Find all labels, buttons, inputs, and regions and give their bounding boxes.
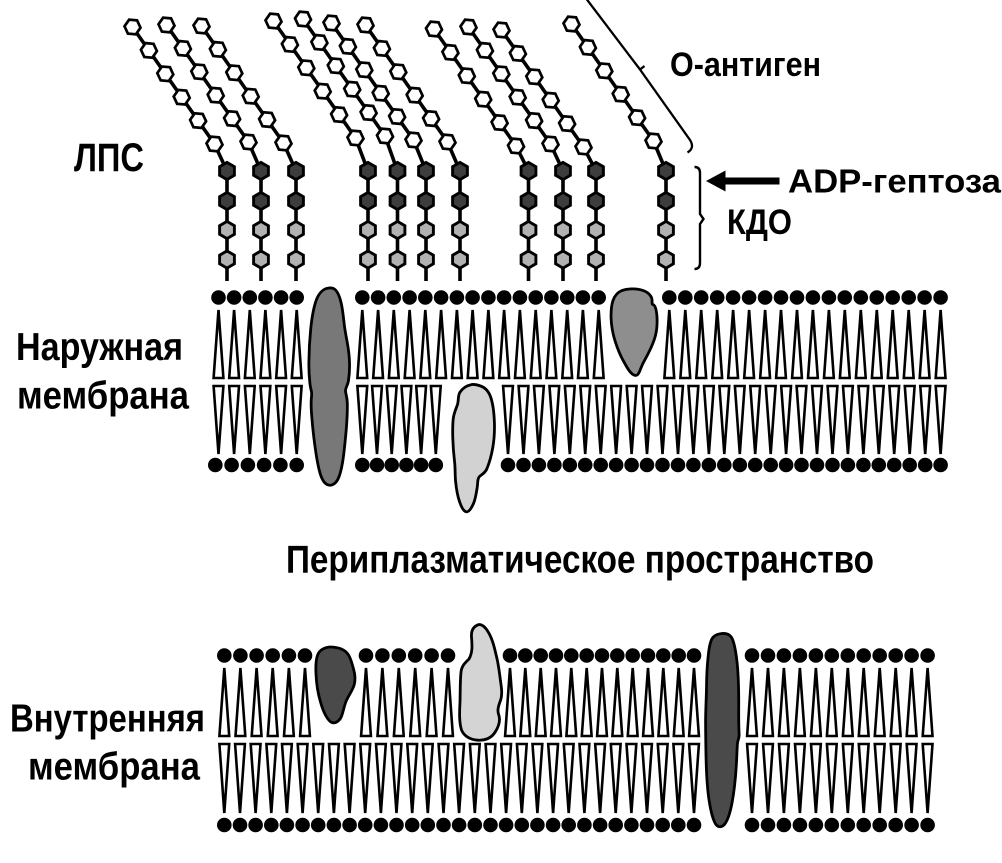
svg-text:ADP-гептоза: ADP-гептоза (788, 163, 1002, 200)
svg-text:мембрана: мембрана (28, 746, 200, 789)
svg-text:Внутренняя: Внутренняя (10, 698, 205, 741)
svg-text:мембрана: мембрана (17, 375, 189, 418)
svg-text:ЛПС: ЛПС (74, 136, 144, 180)
svg-text:КДО: КДО (727, 203, 792, 242)
svg-text:Периплазматическое пространств: Периплазматическое пространство (286, 539, 874, 582)
svg-text:О-антиген: О-антиген (670, 46, 821, 84)
svg-text:Наружная: Наружная (16, 326, 183, 369)
